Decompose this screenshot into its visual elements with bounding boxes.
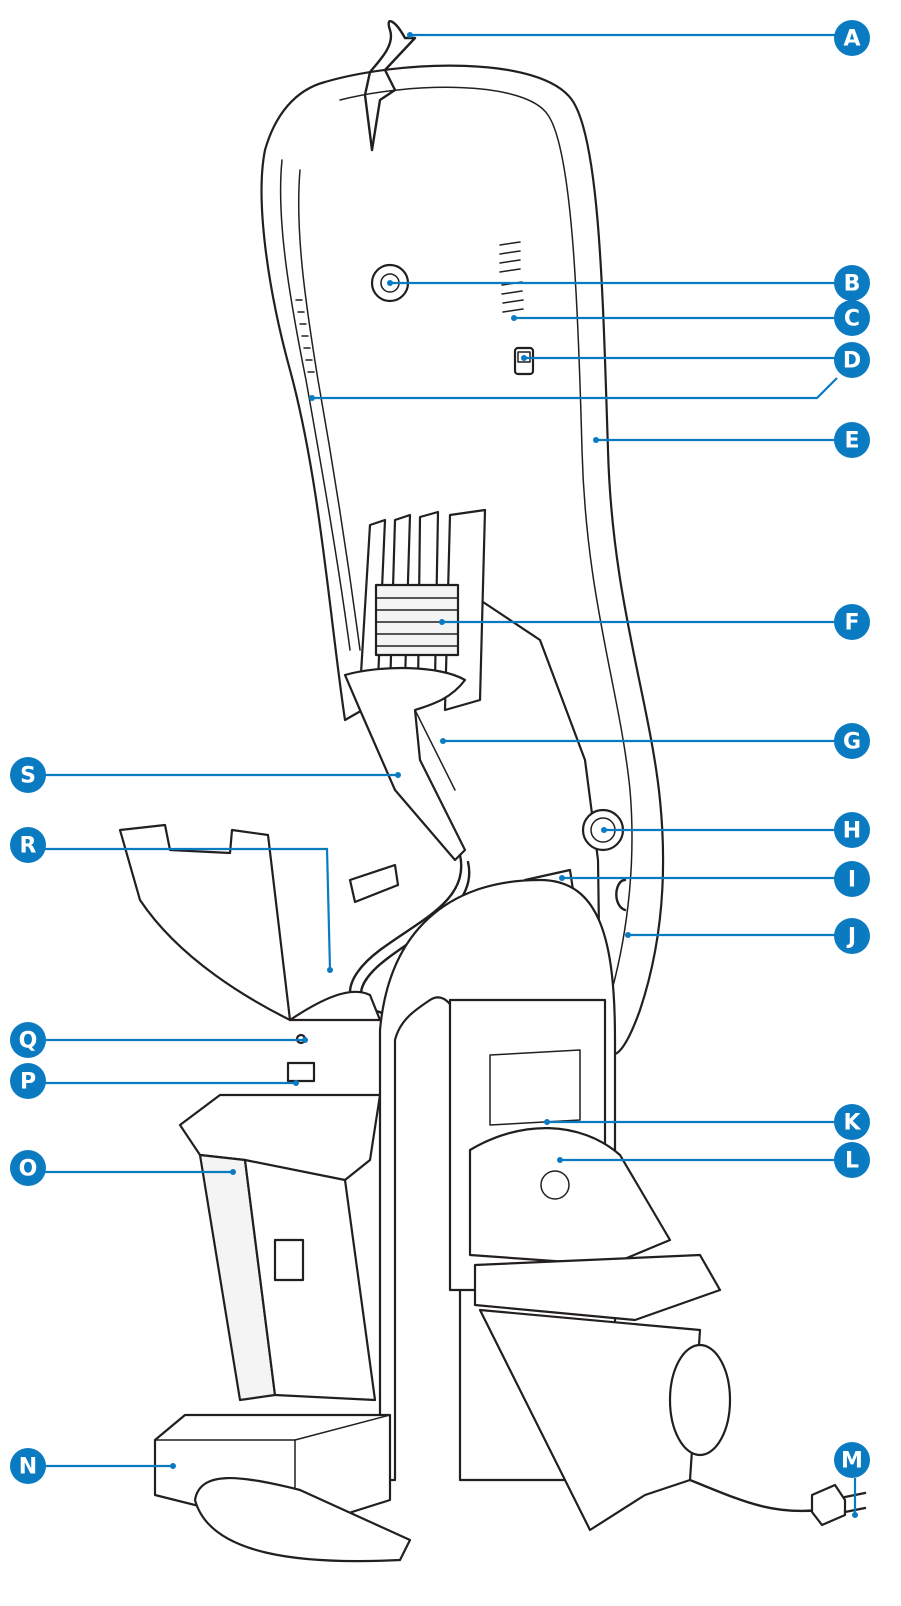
svg-text:G: G	[843, 730, 861, 755]
clip-left	[348, 863, 400, 904]
svg-text:E: E	[844, 429, 859, 454]
callout-j: J	[834, 918, 870, 954]
svg-text:L: L	[845, 1149, 859, 1174]
svg-text:O: O	[19, 1157, 38, 1182]
product-illustration	[118, 19, 867, 1563]
svg-text:R: R	[20, 834, 37, 859]
svg-text:M: M	[841, 1449, 863, 1474]
callout-d: D	[834, 342, 870, 378]
svg-text:N: N	[19, 1455, 37, 1480]
svg-text:S: S	[20, 764, 36, 789]
hanger-hook	[363, 19, 417, 152]
callout-e: E	[834, 422, 870, 458]
callout-h: H	[834, 812, 870, 848]
iron-rest	[473, 1253, 722, 1322]
callout-l: L	[834, 1142, 870, 1178]
callout-b: B	[834, 265, 870, 301]
svg-text:C: C	[844, 307, 860, 332]
hanger-fins	[358, 508, 487, 712]
svg-text:I: I	[848, 868, 856, 893]
callout-k: K	[834, 1104, 870, 1140]
svg-text:K: K	[843, 1111, 861, 1136]
callout-n: N	[10, 1448, 46, 1484]
svg-text:H: H	[843, 819, 861, 844]
svg-text:P: P	[20, 1070, 36, 1095]
svg-text:F: F	[844, 611, 859, 636]
tank-icon	[273, 1238, 305, 1282]
callout-r: R	[10, 827, 46, 863]
plug	[810, 1483, 847, 1527]
callout-g: G	[834, 723, 870, 759]
svg-text:A: A	[843, 27, 860, 52]
callouts: A B C D E F G H	[10, 20, 870, 1484]
callout-s: S	[10, 757, 46, 793]
callout-a: A	[834, 20, 870, 56]
callout-f: F	[834, 604, 870, 640]
svg-text:J: J	[846, 925, 856, 950]
steamer-handle	[343, 666, 467, 862]
tank-lid	[286, 1061, 316, 1083]
garment-tray	[118, 823, 292, 1022]
callout-q: Q	[10, 1022, 46, 1058]
iron	[468, 1127, 672, 1267]
leader-lines	[45, 32, 858, 1518]
cord-hook	[615, 878, 627, 912]
cord-storage	[478, 1308, 702, 1532]
callout-o: O	[10, 1150, 46, 1186]
power-cord	[688, 1478, 822, 1513]
callout-m: M	[834, 1442, 870, 1478]
callout-p: P	[10, 1063, 46, 1099]
callout-i: I	[834, 861, 870, 897]
side-ridges	[295, 299, 315, 373]
svg-text:Q: Q	[19, 1029, 38, 1054]
svg-text:B: B	[844, 272, 861, 297]
callout-c: C	[834, 300, 870, 336]
svg-text:D: D	[843, 349, 861, 374]
base-foot	[193, 1477, 412, 1563]
